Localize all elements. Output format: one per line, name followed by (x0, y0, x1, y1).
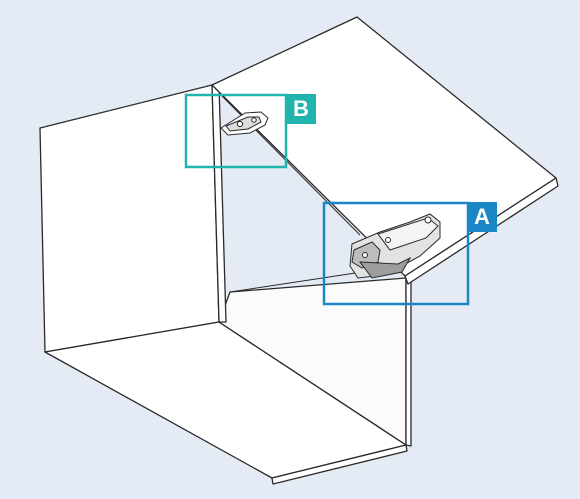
callout-b-label: B (286, 94, 316, 124)
callout-b-box (184, 93, 288, 169)
mechanism-arm (358, 256, 412, 279)
hinge-b-illustration (220, 111, 269, 136)
callout-a-box (322, 201, 470, 306)
cabinet-right-edge (405, 275, 412, 447)
cabinet-left-side-panel (39, 84, 220, 353)
mechanism-cover (377, 217, 439, 251)
mechanism-screw (362, 252, 368, 258)
cabinet-bottom-front-edge (271, 444, 408, 485)
hinge-b-screw (236, 120, 244, 128)
lift-mechanism-a-illustration (349, 213, 441, 279)
callout-a-label: A (467, 202, 497, 232)
hinge-b-screw (251, 117, 257, 123)
mechanism-screw (385, 237, 391, 243)
back-panel-shadow-line (229, 271, 363, 293)
mechanism-screw (424, 216, 432, 224)
